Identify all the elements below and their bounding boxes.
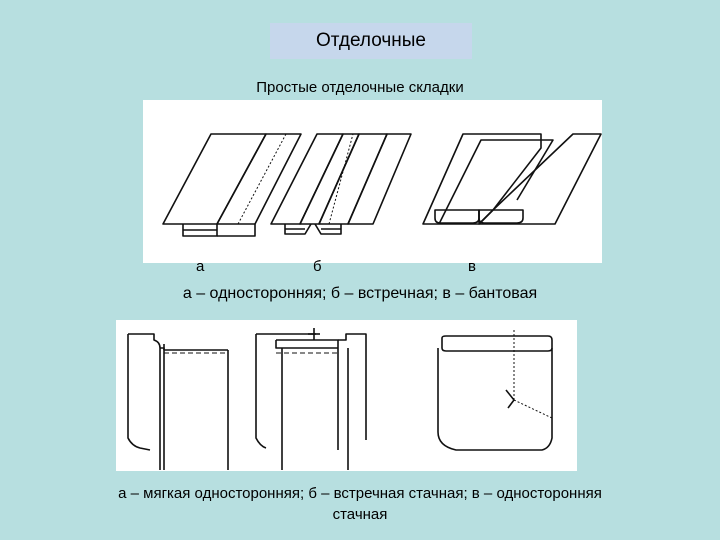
- pleat-a-drawing: [162, 133, 302, 237]
- slide-title-text: Отделочные: [316, 30, 426, 51]
- figure2-caption: а – мягкая односторонняя; б – встречная …: [40, 483, 680, 525]
- label-a: а: [196, 258, 205, 275]
- slide-title: Отделочные: [270, 23, 472, 59]
- pleat-c-drawing: [422, 133, 602, 225]
- stitched-pleat-a-drawing: [127, 333, 229, 470]
- pleats-figure-top: [143, 100, 602, 263]
- stitched-pleat-b-drawing: [255, 328, 367, 470]
- pleats-drawing-bottom: [127, 328, 553, 470]
- pleats-drawing-top: [162, 133, 602, 237]
- pleat-b-drawing: [270, 133, 412, 235]
- figure2-caption-line1: а – мягкая односторонняя; б – встречная …: [118, 485, 602, 502]
- stitched-pleat-c-drawing: [437, 330, 553, 451]
- figure2-caption-line2: стачная: [332, 506, 388, 523]
- figure1-caption: а – односторонняя; б – встречная; в – ба…: [182, 285, 538, 302]
- slide-subtitle: Простые отделочные складки: [256, 79, 464, 96]
- label-v: в: [468, 258, 476, 275]
- pleats-figure-bottom: [116, 320, 577, 471]
- label-b: б: [313, 258, 322, 275]
